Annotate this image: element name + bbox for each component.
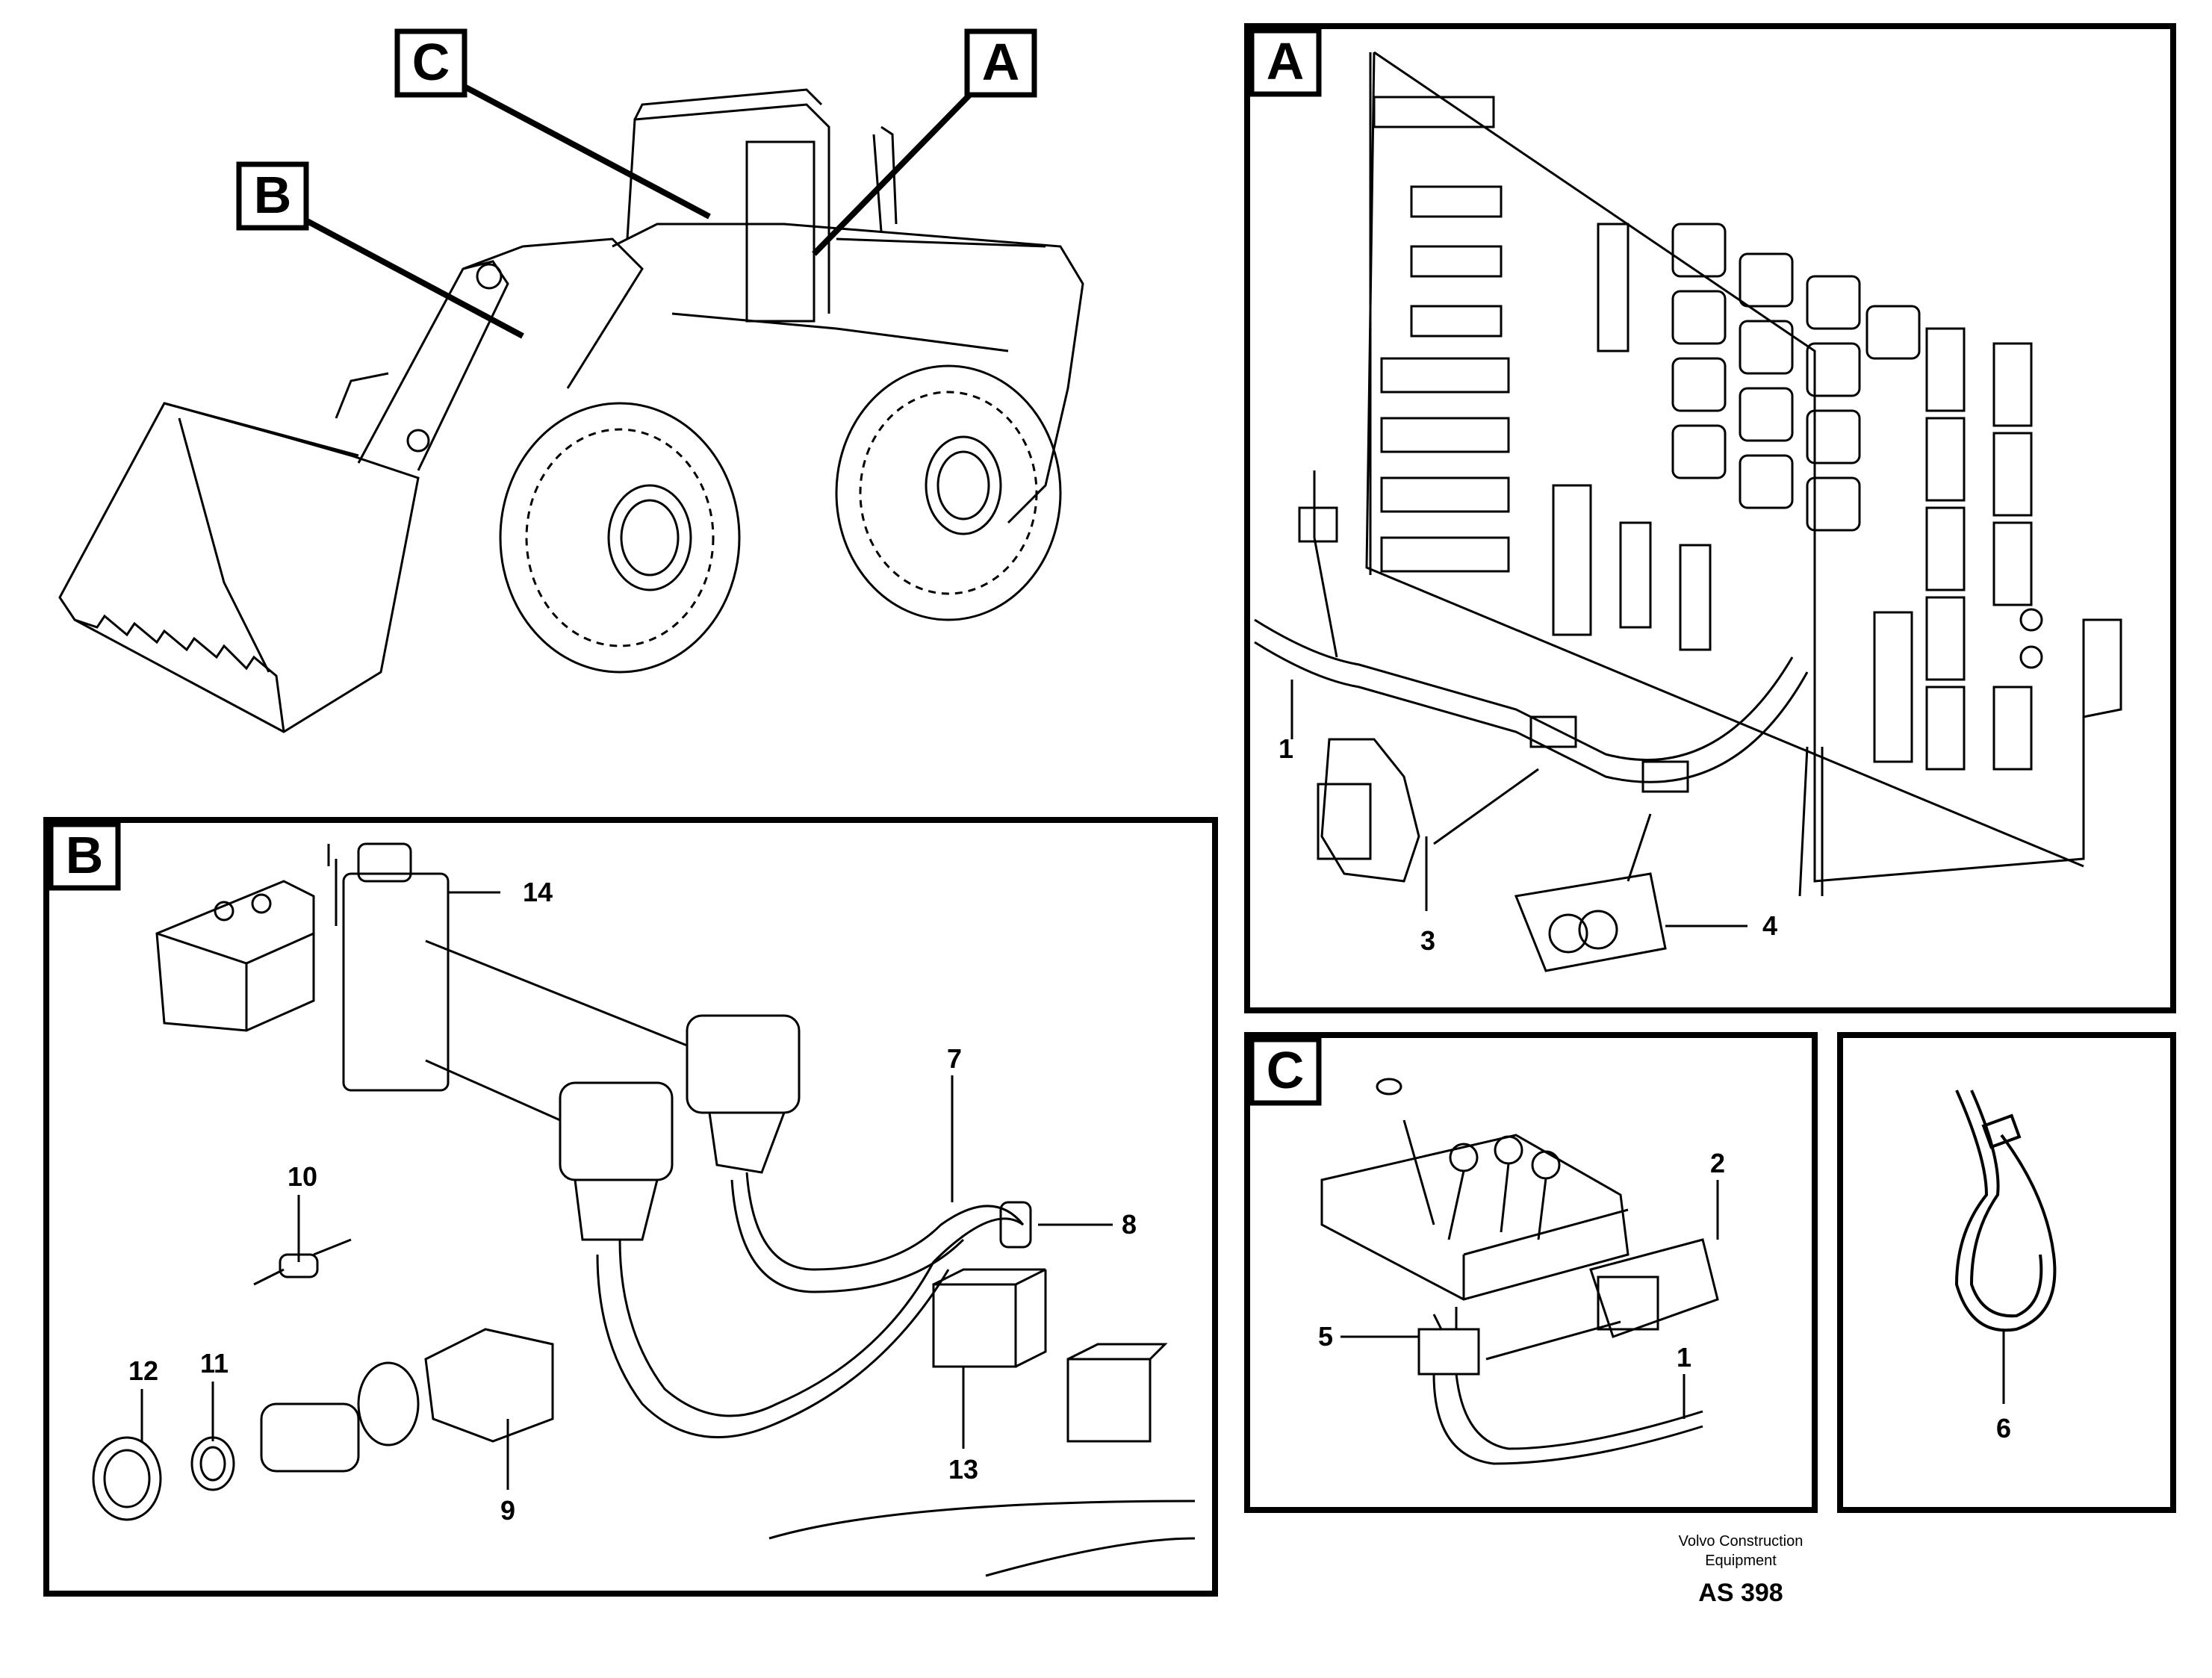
part-label-6: 6 <box>1996 1413 2011 1444</box>
part-label-13: 13 <box>948 1454 978 1485</box>
footer-drawing-code: AS 398 <box>1698 1579 1783 1607</box>
callout-c: C <box>394 28 467 98</box>
panel-cable-tie: 6 <box>1837 1032 2176 1513</box>
part-label-8: 8 <box>1122 1209 1137 1240</box>
panel-a-leaders <box>1290 680 1747 927</box>
panel-b: B <box>43 817 1218 1597</box>
valve-and-harness-illustration <box>92 842 1196 1577</box>
callout-a: A <box>964 28 1037 98</box>
panel-a-letter: A <box>1267 32 1305 90</box>
panel-a: A <box>1244 23 2176 1013</box>
part-label-14: 14 <box>523 877 553 907</box>
footer-company-line1: Volvo Construction <box>1679 1533 1804 1550</box>
wheel-loader-illustration <box>58 88 1084 733</box>
panel-c-leaders <box>1340 1180 1719 1419</box>
panel-c: C 2 5 1 <box>1244 1032 1818 1513</box>
part-label-4: 4 <box>1762 910 1777 941</box>
part-label-9: 9 <box>500 1495 515 1526</box>
callout-c-letter: C <box>412 33 450 91</box>
callout-a-letter: A <box>982 33 1020 91</box>
panel-b-letter: B <box>66 826 104 884</box>
panel-c-letter: C <box>1267 1041 1305 1099</box>
part-label-12: 12 <box>128 1355 158 1386</box>
footer: Volvo Construction Equipment AS 398 <box>1679 1533 1804 1607</box>
callout-b: B <box>236 161 309 231</box>
panel-b-leaders <box>140 891 1113 1490</box>
callout-b-letter: B <box>254 166 292 224</box>
part-label-5: 5 <box>1318 1321 1333 1352</box>
part-label-11: 11 <box>200 1348 229 1379</box>
part-label-1-a: 1 <box>1279 733 1293 764</box>
part-label-10: 10 <box>288 1161 317 1192</box>
part-label-2: 2 <box>1710 1148 1725 1178</box>
circuit-board-illustration <box>1254 51 2122 972</box>
footer-company-line2: Equipment <box>1705 1553 1777 1569</box>
part-label-3: 3 <box>1420 925 1435 956</box>
cable-tie-illustration <box>1954 1090 2057 1332</box>
part-label-7: 7 <box>947 1043 962 1074</box>
overview-leader-lines <box>297 76 988 339</box>
control-lever-illustration <box>1320 1078 1719 1465</box>
part-label-1-c: 1 <box>1677 1342 1691 1373</box>
